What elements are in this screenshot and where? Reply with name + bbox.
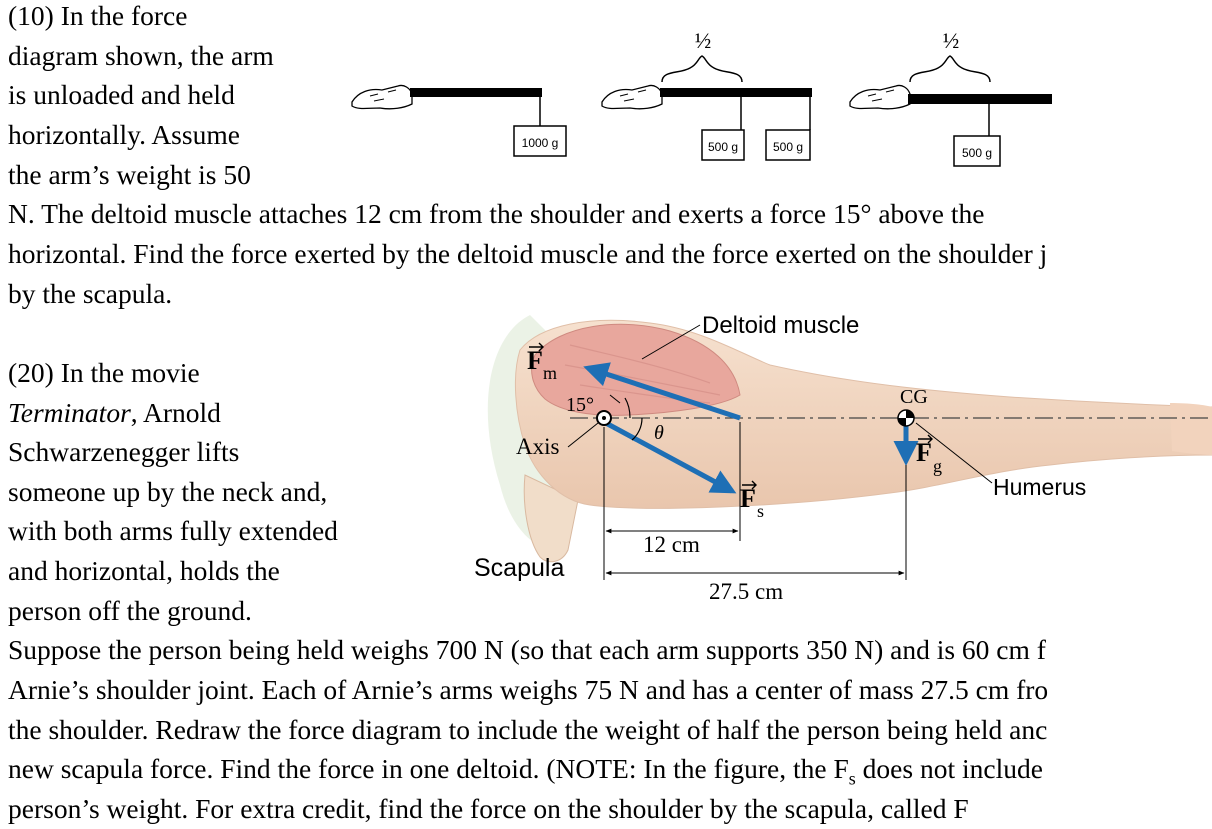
humerus-label: Humerus <box>993 474 1086 500</box>
fm-arrow <box>583 362 741 421</box>
p10-line-5: the arm’s weight is 50 <box>8 159 251 190</box>
axis-label: Axis <box>516 434 560 459</box>
p20-line-3: Schwarzenegger lifts <box>8 436 240 467</box>
dim-275-label: 27.5 cm <box>709 579 783 604</box>
fs-sub: s <box>757 501 764 521</box>
brace <box>661 55 743 83</box>
p20-line-9: Arnie’s shoulder joint. Each of Arnie’s … <box>8 674 1049 705</box>
fs-label: F <box>740 484 756 513</box>
fm-label: F <box>527 346 543 375</box>
hand-icon <box>601 84 663 110</box>
p10-line-3: is unloaded and held <box>8 79 235 110</box>
p20-line-2-rest: , Arnold <box>130 397 221 428</box>
p20-line-12: person’s weight. For extra credit, find … <box>8 793 969 824</box>
p20-line-6: and horizontal, holds the <box>8 555 280 586</box>
p10-line-6: N. The deltoid muscle attaches 12 cm fro… <box>8 198 985 229</box>
weight-label: 1000 g <box>522 136 559 150</box>
p10-line-2: diagram shown, the arm <box>8 40 274 71</box>
deltoid-muscle-shape <box>531 323 741 416</box>
brace <box>909 55 991 83</box>
hand-icon <box>351 84 413 110</box>
lever-bar <box>660 88 812 97</box>
cg-label: CG <box>900 386 928 408</box>
p20-line-5: with both arms fully extended <box>8 515 338 546</box>
panel-1: 1000 g <box>351 84 567 157</box>
arm-force-diagram: 15° θ CG F m F s F g Deltoid muscle Axis… <box>474 312 1212 604</box>
hand-icon <box>849 84 911 110</box>
deltoid-label: Deltoid muscle <box>702 312 859 339</box>
p10-line-7: horizontal. Find the force exerted by th… <box>8 238 1048 269</box>
p20-line-2: Terminator, Arnold <box>8 393 221 433</box>
p20-line-4: someone up by the neck and, <box>8 476 328 507</box>
fg-sub: g <box>933 456 942 476</box>
p20-line-7: person off the ground. <box>8 595 252 626</box>
weight-box <box>701 129 745 161</box>
p10-line-8: by the scapula. <box>8 278 173 309</box>
weight-label: 500 g <box>773 140 803 154</box>
p20-line-11-a: new scapula force. Find the force in one… <box>8 753 849 784</box>
scapula-label: Scapula <box>474 554 564 582</box>
lever-bar <box>410 88 542 97</box>
panel-2: ½ 500 g 500 g <box>601 28 812 161</box>
weight-box <box>513 125 567 157</box>
weight-box <box>953 135 1001 167</box>
weight-box <box>765 129 811 161</box>
p10-line-1: (10) In the force <box>8 0 188 31</box>
p20-line-11: new scapula force. Find the force in one… <box>8 749 1043 799</box>
scapula-shape <box>523 474 579 563</box>
p20-line-10: the shoulder. Redraw the force diagram t… <box>8 714 1048 745</box>
theta-label: θ <box>654 422 664 444</box>
p20-movie-title: Terminator <box>8 397 131 428</box>
fm-sub: m <box>543 363 557 383</box>
panel-3: ½ 500 g <box>849 28 1052 167</box>
half-label: ½ <box>695 28 712 53</box>
lever-bar <box>908 94 1052 104</box>
angle-15-label: 15° <box>566 394 594 416</box>
p20-line-1: (20) In the movie <box>8 357 200 388</box>
fs-arrow <box>602 419 737 494</box>
dim-12-label: 12 cm <box>643 532 700 557</box>
p10-line-4: horizontally. Assume <box>8 119 240 150</box>
weight-label: 500 g <box>708 140 738 154</box>
weight-label: 500 g <box>962 146 992 160</box>
half-label: ½ <box>943 28 960 53</box>
lever-figures: 1000 g ½ 500 g 500 g ½ 500 g <box>351 28 1052 167</box>
p20-line-11-b: does not include <box>855 753 1043 784</box>
fg-label: F <box>916 438 932 467</box>
p20-fs-sub: s <box>848 768 856 789</box>
p20-line-8: Suppose the person being held weighs 700… <box>8 634 1046 665</box>
